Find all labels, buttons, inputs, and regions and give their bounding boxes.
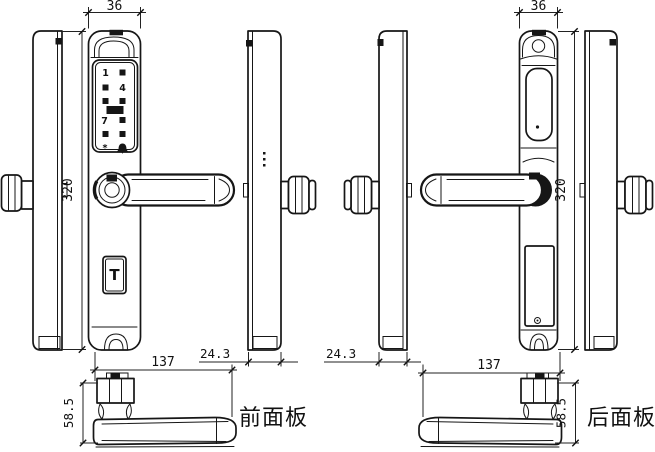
key-cover[interactable]: T	[102, 255, 127, 295]
dim-panel-height-back: 320	[554, 27, 579, 354]
handle-knob-side	[343, 175, 380, 215]
svg-text:137: 137	[151, 355, 174, 370]
bell-icon	[117, 143, 128, 154]
front-panel-right-side-view	[243, 30, 317, 351]
svg-text:320: 320	[61, 178, 76, 201]
front-handle-lever[interactable]	[111, 173, 236, 207]
back-panel-top-view	[418, 372, 563, 448]
dim-handle-height-front: 58.5	[61, 379, 98, 447]
spindle-stub	[61, 183, 68, 198]
back-panel-left-side-view	[343, 30, 412, 351]
front-handle-hub	[92, 171, 131, 209]
cylinder-knob-right	[616, 175, 654, 215]
dim-panel-depth-back: 24.3	[324, 346, 421, 367]
keypad-key[interactable]	[102, 98, 109, 104]
keypad-key[interactable]	[102, 131, 109, 137]
set-screw	[529, 172, 540, 180]
dim-panel-width-front: 36	[83, 0, 146, 29]
handle-knob-side	[280, 175, 317, 215]
keypad-key[interactable]	[119, 98, 126, 104]
svg-text:137: 137	[477, 358, 500, 373]
keypad-key[interactable]	[119, 117, 126, 123]
dim-handle-height-back: 58.5	[554, 379, 580, 447]
dim-panel-width-back: 36	[514, 0, 563, 29]
svg-text:58.5: 58.5	[61, 398, 76, 428]
dim-panel-height-front: 320	[61, 27, 86, 354]
key-cover-label: T	[109, 266, 120, 284]
keypad-key[interactable]	[119, 69, 126, 76]
back-handle-lever[interactable]	[419, 173, 544, 207]
privacy-window	[525, 67, 553, 142]
keypad-key-star[interactable]: *	[103, 143, 108, 154]
back-panel-label: 后面板	[587, 406, 655, 431]
dim-panel-depth-front: 24.3	[199, 346, 298, 367]
fingerprint-bar[interactable]	[106, 106, 124, 114]
keypad-key-1[interactable]: 1	[102, 68, 109, 79]
keypad-key-7[interactable]: 7	[101, 116, 108, 127]
keypad-key-4[interactable]: 4	[119, 83, 126, 94]
keypad-key[interactable]	[119, 131, 126, 137]
sensor-window	[109, 29, 123, 36]
dim-assembly-width-back: 137	[418, 352, 565, 417]
set-screw	[106, 174, 117, 182]
battery-cover[interactable]	[524, 245, 555, 327]
cylinder-knob-left	[0, 174, 34, 212]
front-panel-label: 前面板	[239, 406, 308, 431]
front-panel-left-side-view	[0, 30, 68, 351]
front-panel-top-view	[92, 372, 237, 448]
keypad-key[interactable]	[102, 84, 109, 91]
front-panel-front-view: 1 4 7 *	[87, 29, 236, 351]
mount-mark	[55, 38, 62, 45]
back-panel-right-side-view	[579, 30, 654, 351]
svg-text:58.5: 58.5	[554, 398, 569, 428]
keypad: 1 4 7 *	[91, 59, 139, 154]
screw	[534, 317, 541, 324]
svg-text:24.3: 24.3	[200, 346, 230, 361]
svg-text:320: 320	[554, 178, 569, 201]
back-panel-front-view	[419, 29, 559, 351]
dim-assembly-width-front: 137	[90, 352, 237, 417]
thumbturn-hole	[531, 39, 546, 53]
svg-text:36: 36	[107, 0, 123, 14]
svg-text:36: 36	[531, 0, 547, 14]
svg-text:24.3: 24.3	[326, 346, 356, 361]
